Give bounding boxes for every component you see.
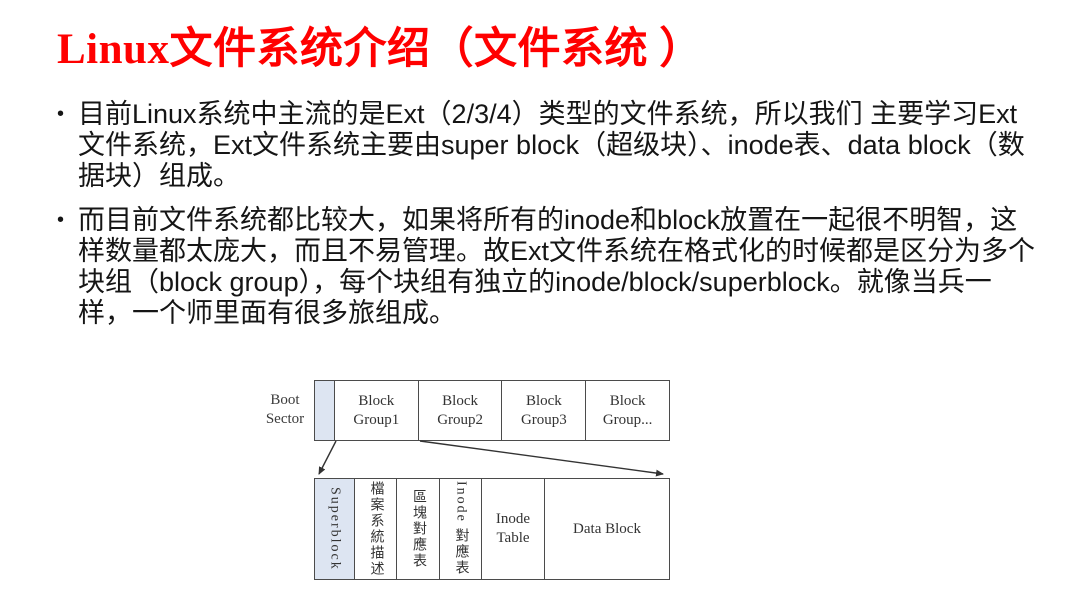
slide-content: Linux文件系统介绍（文件系统 ） • 目前Linux系统中主流的是Ext（2… [57,26,1037,342]
bullet-dot: • [57,209,65,232]
bullet-text: 目前Linux系统中主流的是Ext（2/3/4）类型的文件系统，所以我们 主要学… [78,99,1025,192]
superblock-cell: Superblock [314,478,355,580]
block-group-cell: Block Group... [586,380,671,441]
ext-filesystem-diagram: Boot Sector Block Group1 Block Group2 Bl… [260,373,680,588]
boot-sector-label: Boot Sector [265,392,305,427]
expand-arrow-left [318,440,337,475]
page-title: Linux文件系统介绍（文件系统 ） [57,26,703,73]
boot-sector-cell [314,380,335,441]
bullet-dot: • [57,103,65,126]
expand-arrow-right [419,440,664,477]
filesystem-description-cell: 檔案系統描述 [355,478,397,580]
inode-bitmap-cell: Inode 對應表 [440,478,482,580]
block-bitmap-cell: 區塊對應表 [397,478,440,580]
block-group-cell: Block Group3 [502,380,587,441]
bullet-item: • 而目前文件系统都比较大，如果将所有的inode和block放置在一起很不明智… [57,205,1037,329]
block-group-cell: Block Group2 [418,380,503,441]
inode-table-cell: Inode Table [482,478,545,580]
bullet-item: • 目前Linux系统中主流的是Ext（2/3/4）类型的文件系统，所以我们 主… [57,99,1037,192]
bullet-text: 而目前文件系统都比较大，如果将所有的inode和block放置在一起很不明智，这… [78,205,1036,329]
block-group-cell: Block Group1 [334,380,419,441]
data-block-cell: Data Block [545,478,670,580]
block-group-detail-row: Superblock 檔案系統描述 區塊對應表 Inode 對應表 Inode … [314,478,670,580]
block-group-row: Block Group1 Block Group2 Block Group3 B… [314,380,671,441]
